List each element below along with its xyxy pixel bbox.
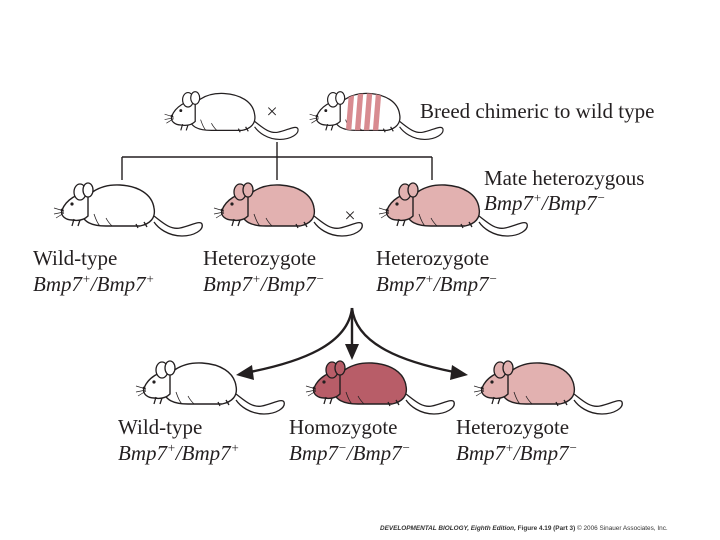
f1-label-heterozygote: Heterozygote Bmp7+/Bmp7− bbox=[203, 246, 324, 296]
svg-text:Wild-type: Wild-type bbox=[33, 246, 117, 270]
f1-bracket bbox=[121, 142, 433, 180]
chimera-stripe bbox=[345, 93, 355, 131]
f2-arrowheads bbox=[236, 344, 468, 380]
chimeric-mouse bbox=[308, 91, 444, 141]
f1-label-wild-type: Wild-type Bmp7+/Bmp7+ bbox=[33, 246, 154, 296]
parent-wild-type-mouse bbox=[163, 91, 299, 141]
f1-cross-symbol: × bbox=[344, 205, 355, 227]
svg-text:Bmp7+/Bmp7+: Bmp7+/Bmp7+ bbox=[118, 440, 239, 465]
svg-text:Bmp7−/Bmp7−: Bmp7−/Bmp7− bbox=[289, 440, 410, 465]
f2-label-heterozygote: Heterozygote Bmp7+/Bmp7− bbox=[456, 415, 577, 465]
svg-text:Bmp7+/Bmp7−: Bmp7+/Bmp7− bbox=[376, 271, 497, 296]
svg-text:Bmp7+/Bmp7−: Bmp7+/Bmp7− bbox=[203, 271, 324, 296]
f2-homozygote-mouse bbox=[305, 360, 455, 415]
f2-label-homozygote: Homozygote Bmp7−/Bmp7− bbox=[289, 415, 410, 465]
chimera-stripe bbox=[354, 93, 364, 131]
figure-credit: DEVELOPMENTAL BIOLOGY, Eighth Edition, F… bbox=[380, 524, 668, 532]
f1-heterozygote-mouse bbox=[213, 182, 363, 237]
f1-caption-line1: Mate heterozygous bbox=[484, 166, 644, 190]
svg-text:Bmp7+/Bmp7−: Bmp7+/Bmp7− bbox=[456, 440, 577, 465]
parents-caption: Breed chimeric to wild type bbox=[420, 99, 654, 123]
f2-arrows bbox=[249, 307, 455, 374]
f1-label-heterozygote-2: Heterozygote Bmp7+/Bmp7− bbox=[376, 246, 497, 296]
svg-text:Heterozygote: Heterozygote bbox=[203, 246, 316, 270]
svg-text:Heterozygote: Heterozygote bbox=[456, 415, 569, 439]
f2-label-wild-type: Wild-type Bmp7+/Bmp7+ bbox=[118, 415, 239, 465]
f1-wild-type-mouse bbox=[53, 182, 203, 237]
chimera-stripe bbox=[363, 93, 373, 131]
svg-text:Homozygote: Homozygote bbox=[289, 415, 397, 439]
svg-text:Wild-type: Wild-type bbox=[118, 415, 202, 439]
f1-caption-genotype: Bmp7+/Bmp7− bbox=[484, 190, 605, 215]
svg-text:Bmp7+/Bmp7+: Bmp7+/Bmp7+ bbox=[33, 271, 154, 296]
chimera-stripe bbox=[372, 93, 382, 131]
chimera-stripes bbox=[345, 93, 382, 131]
f2-heterozygote-mouse bbox=[473, 360, 623, 415]
parents-cross-symbol: × bbox=[266, 101, 277, 123]
svg-text:Heterozygote: Heterozygote bbox=[376, 246, 489, 270]
